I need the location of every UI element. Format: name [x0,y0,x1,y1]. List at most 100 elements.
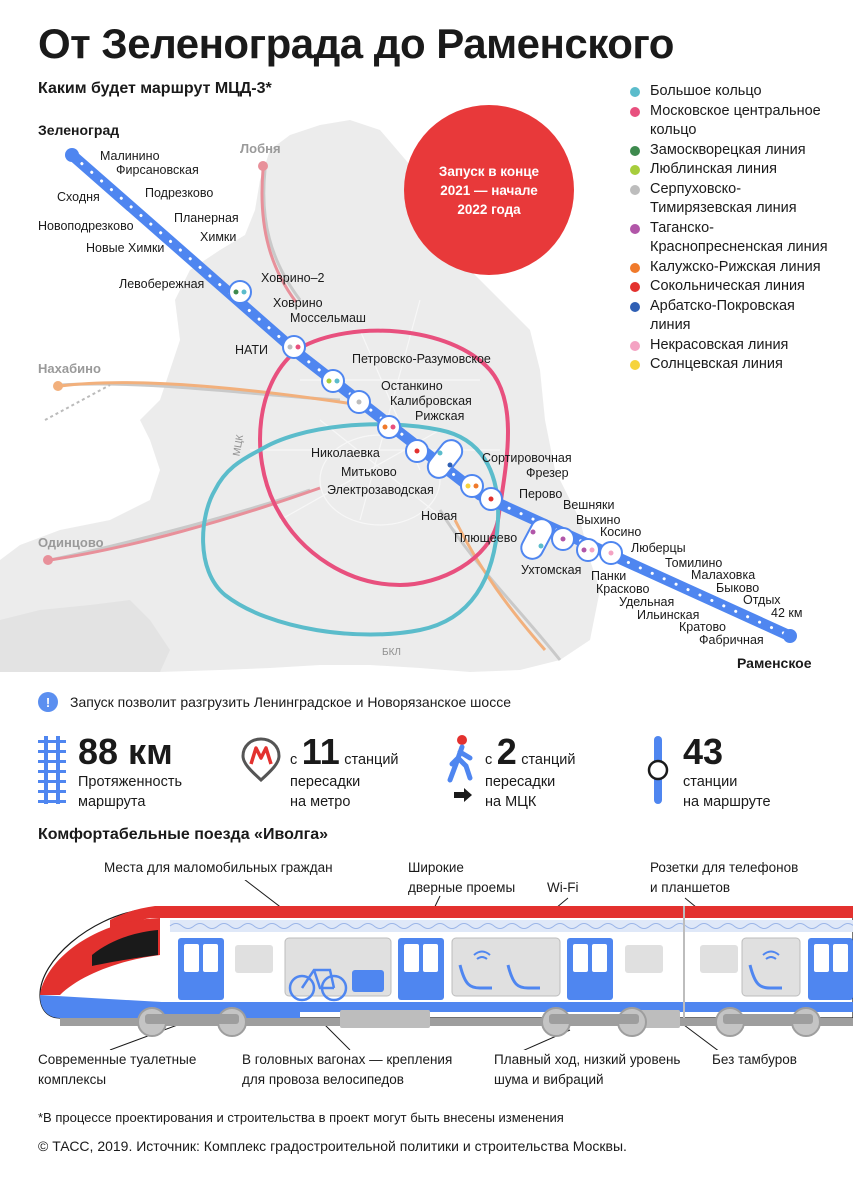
odintsovo-label: Одинцово [38,535,104,550]
lobnya-label: Лобня [240,141,281,156]
nakhabino-label: Нахабино [38,361,101,376]
station-label: Левобережная [119,277,205,291]
legend-item: Замоскворецкая линия [630,141,830,161]
station-label: Выхино [576,513,621,527]
legend-dot [630,184,640,195]
station-label: Удельная [619,595,675,609]
mck-ring [258,328,510,588]
interchange-dots [233,289,614,556]
map-subtitle: Каким будет маршрут МЦД-3* [38,80,272,97]
station-label: НАТИ [235,343,269,357]
caption-no-vestibule: Без тамбуров [712,1052,797,1067]
station-label: Ховрино–2 [261,271,325,285]
station-label: Панки [591,569,627,583]
station-line-icon [647,736,669,804]
legend-item: Большое кольцо [630,82,830,102]
station-label: Косино [600,525,642,539]
stat-mck: с 2 станций пересадки на МЦК [485,731,576,811]
legend-item: Таганско-Краснопресненская линия [630,219,830,258]
station-label: Сходня [57,190,100,204]
legend-dot [630,282,640,292]
legend-dot [630,360,640,370]
station-label: Останкино [381,379,443,393]
station-label: 42 км [771,606,803,620]
station-label: Кратово [679,620,726,634]
endpoint-end: Раменское [737,655,812,671]
station-label: Ховрино [273,296,323,310]
odintsovo-line [49,486,321,562]
legend-dot [630,223,640,234]
lobnya-line [260,169,298,303]
station-label: Моссельмаш [290,311,366,325]
station-label: Вешняки [563,498,615,512]
legend-dot [630,145,640,156]
station-label: Рижская [415,409,465,423]
bkl-label: БКЛ [382,647,401,658]
station-label: Красково [596,582,650,596]
station-label: Электрозаводская [327,483,434,497]
station-label: Новоподрезково [38,219,134,233]
legend-dot [630,301,640,312]
legend-dot [630,165,640,175]
station-label: Отдых [743,593,781,607]
station-label: Новая [421,509,458,523]
station-label: Плющеево [454,531,518,545]
info-note: ! Запуск позволит разгрузить Ленинградск… [38,692,511,712]
train-section-title: Комфортабельные поезда «Иволга» [38,826,329,843]
interchange-stations [228,280,623,565]
legend-item: Некрасовская линия [630,336,830,356]
station-label: Николаевка [311,446,380,460]
stat-length: 88 км Протяженность маршрута [78,731,183,811]
station-label: Фрезер [526,466,569,480]
station-label: Ухтомская [521,563,582,577]
station-label: Калибровская [390,394,472,408]
legend-item: Люблинская линия [630,160,830,180]
station-label: Люберцы [631,541,686,555]
station-label: Фирсановская [116,163,199,177]
launch-badge: Запуск в конце 2021 — начале 2022 года [404,105,574,275]
info-icon: ! [38,692,58,712]
station-label: Ильинская [637,608,700,622]
legend-item: Сокольническая линия [630,277,830,297]
station-label: Планерная [174,211,239,225]
caption-mobility: Места для маломобильных граждан [104,860,333,875]
station-label: Петровско-Разумовское [352,352,491,366]
stat-metro: с 11 станций пересадки на метро [290,731,399,811]
station-label: Томилино [665,556,723,570]
legend-dot [630,340,640,351]
station-label: Новые Химки [86,241,165,255]
copyright: © ТАСС, 2019. Источник: Комплекс градост… [38,1138,627,1154]
bkl-ring [201,422,501,637]
station-label: Сортировочная [482,451,572,465]
walking-person-icon [447,735,473,802]
legend-dot [630,87,640,97]
station-label: Химки [200,230,237,244]
station-label: Подрезково [145,186,214,200]
legend: Большое кольцо Московское центральное ко… [630,82,830,375]
station-label: Митьково [341,465,397,479]
legend-item: Калужско-Рижская линия [630,258,830,278]
metro-icon [241,737,281,782]
legend-item: Московское центральное кольцо [630,102,830,141]
bicycle-icon [288,968,348,1002]
footnote: *В процессе проектирования и строительст… [38,1110,564,1125]
legend-dot [630,106,640,117]
page-title: От Зеленограда до Раменского [38,20,674,67]
station-label: Перово [519,487,563,501]
train-illustration [39,880,853,1050]
station-label: Быково [716,581,760,595]
station-label: Малинино [100,149,160,163]
station-label: Фабричная [699,633,764,647]
legend-item: Арбатско-Покровская линия [630,297,830,336]
railway-icon [38,736,66,804]
legend-item: Серпуховско-Тимирязевская линия [630,180,830,219]
legend-item: Солнцевская линия [630,355,830,375]
endpoint-start: Зеленоград [38,122,120,138]
nakhabino-line [59,381,361,407]
caption-wifi: Wi-Fi [547,880,579,895]
stat-stations: 43 станции на маршруте [683,731,771,811]
